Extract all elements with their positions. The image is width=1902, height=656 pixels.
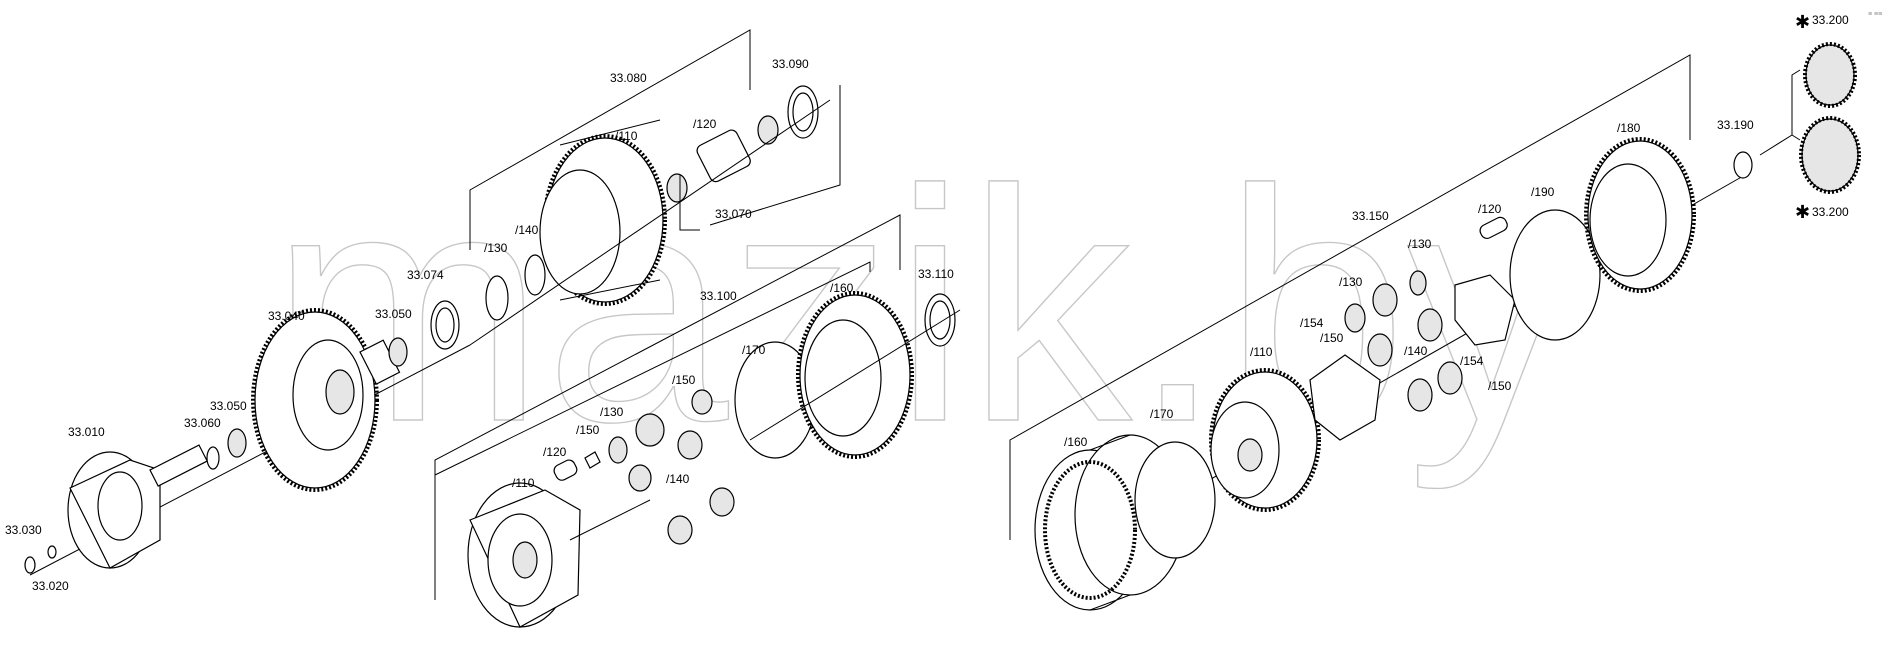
part-c130-bearing-a [1344, 303, 1366, 333]
part-c140-gear-2 [1367, 333, 1393, 367]
label-c150-right: /150 [1488, 379, 1512, 393]
part-c120-pin [1479, 216, 1508, 240]
part-c150-plate-b [1454, 274, 1516, 346]
label-33060: 33.060 [184, 416, 221, 430]
part-b140-gear-2 [677, 430, 703, 460]
label-33040: 33.040 [268, 309, 305, 323]
part-a130-ring [485, 275, 509, 321]
label-33020: 33.020 [32, 579, 69, 593]
label-a140: /140 [515, 223, 539, 237]
label-c110: /110 [1250, 345, 1273, 359]
part-bearing-small-2 [757, 115, 779, 145]
label-c130-right: /130 [1408, 237, 1432, 251]
part-a140-ring [524, 254, 546, 296]
part-c130-bearing-b [1409, 270, 1427, 296]
label-33190: 33.190 [1717, 118, 1754, 132]
part-33050-bearing [227, 428, 247, 458]
label-c130-left: /130 [1339, 275, 1363, 289]
part-33200-gear-lower [1799, 116, 1861, 194]
asterisk-33200-lower: ✱ [1795, 202, 1810, 222]
label-33200-lower: 33.200 [1812, 205, 1849, 219]
part-33200-gear-upper [1803, 42, 1857, 108]
label-b130: /130 [600, 405, 624, 419]
label-33200-upper: 33.200 [1812, 13, 1849, 27]
label-b170: /170 [742, 343, 766, 357]
part-c140-gear-1 [1372, 283, 1398, 317]
part-a110-drum [539, 119, 667, 306]
part-b120-pin [553, 459, 578, 481]
label-33050-lower: 33.050 [210, 399, 247, 413]
part-b140-gear-1 [635, 413, 665, 447]
corner-mark: ≡ ≡≡ [1868, 11, 1882, 18]
asterisk-33200-upper: ✱ [1795, 12, 1810, 32]
label-c160: /160 [1064, 435, 1088, 449]
label-b160: /160 [830, 281, 854, 295]
label-33074: 33.074 [407, 268, 444, 282]
part-33030-ring [24, 556, 36, 574]
bracket-33150 [1009, 54, 1691, 540]
part-c150-plate-a [1309, 354, 1381, 441]
part-b140-gear-5 [709, 487, 735, 517]
part-33060-ring [206, 446, 220, 470]
label-b120: /120 [543, 445, 567, 459]
part-b150-plate-a [584, 451, 601, 469]
part-c140-gear-4 [1407, 378, 1433, 412]
label-c154-left: /154 [1300, 316, 1324, 330]
part-c190-ring [1509, 209, 1601, 341]
part-b150-plate-b [691, 389, 713, 415]
part-b140-gear-4 [667, 515, 693, 545]
axis-line-left-upper [469, 99, 831, 346]
label-c180: /180 [1617, 121, 1641, 135]
bracket-33080-right [709, 85, 841, 226]
label-33050-upper: 33.050 [375, 307, 412, 321]
label-33030: 33.030 [5, 523, 42, 537]
label-33090: 33.090 [772, 57, 809, 71]
part-a120-sleeve [696, 129, 751, 183]
part-c170-snapring [1134, 441, 1216, 559]
part-c140-gear-5 [1437, 361, 1463, 395]
part-b130-bearing [608, 436, 628, 464]
label-b150-right: /150 [672, 373, 696, 387]
part-bearing-small [666, 173, 688, 203]
label-b110: /110 [512, 476, 535, 490]
label-b140: /140 [666, 472, 690, 486]
label-33010: 33.010 [68, 425, 105, 439]
label-a130: /130 [484, 241, 508, 255]
bracket-33070 [679, 175, 700, 231]
label-a110: /110 [615, 129, 638, 143]
label-c154-right: /154 [1460, 354, 1484, 368]
part-c140-gear-3 [1417, 308, 1443, 342]
label-33080: 33.080 [610, 71, 647, 85]
label-b150-left: /150 [576, 423, 600, 437]
label-a120: /120 [693, 117, 717, 131]
label-33100: 33.100 [700, 289, 737, 303]
part-b110-carrier [467, 482, 581, 628]
part-c180-ringgear [1584, 137, 1696, 293]
part-33010-carrier [67, 444, 208, 569]
part-33190-ring [1733, 151, 1753, 179]
label-c140: /140 [1404, 344, 1428, 358]
label-c150-left: /150 [1320, 331, 1344, 345]
label-33110: 33.110 [918, 267, 954, 281]
bracket-33100 [434, 214, 901, 600]
part-33040-gear [251, 308, 379, 492]
label-33150: 33.150 [1352, 209, 1389, 223]
part-33020-washer [47, 545, 57, 559]
part-c110-carrier [1209, 368, 1321, 512]
label-33070: 33.070 [715, 207, 752, 221]
part-33050-bearing-upper [388, 337, 408, 367]
part-b140-gear-3 [628, 464, 652, 492]
label-c170: /170 [1150, 407, 1174, 421]
label-c120: /120 [1478, 202, 1502, 216]
label-c190: /190 [1531, 185, 1555, 199]
bracket-33200 [1759, 69, 1801, 156]
